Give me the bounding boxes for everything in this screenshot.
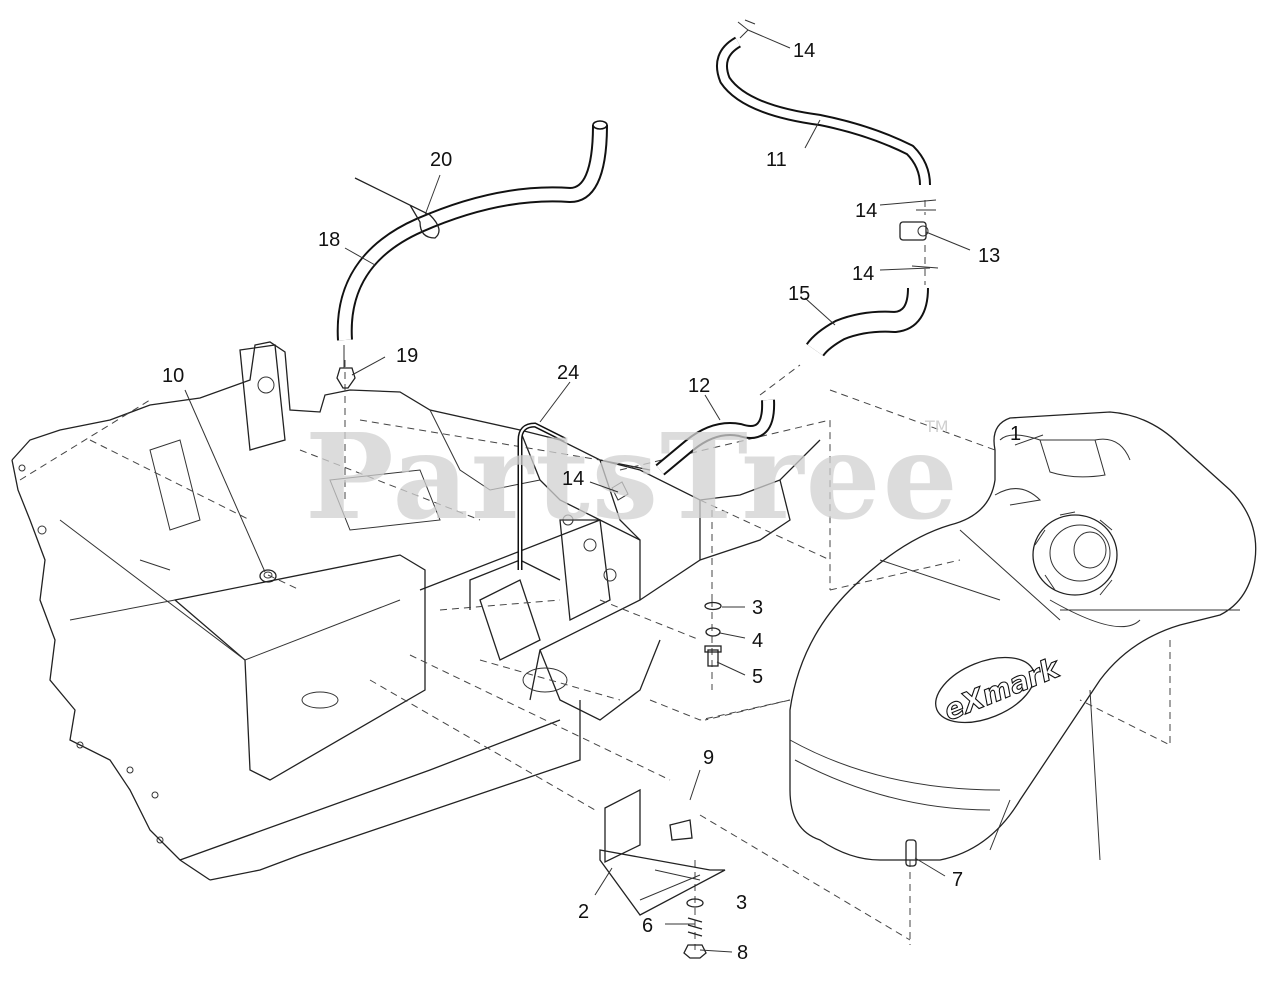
- assembly-leaders: [267, 200, 1171, 950]
- lock-washer-4: [705, 627, 721, 637]
- callout-1[interactable]: 1: [1010, 423, 1021, 445]
- hose-12: [655, 399, 776, 476]
- callout-2[interactable]: 2: [578, 901, 589, 923]
- callout-11[interactable]: 11: [766, 149, 787, 171]
- clamp-14: [611, 481, 629, 501]
- bracket-2: [599, 788, 726, 916]
- callout-10[interactable]: 10: [162, 365, 184, 387]
- bolt-9: [669, 819, 693, 841]
- callout-19[interactable]: 19: [396, 345, 418, 367]
- washer-3-lower: [686, 898, 704, 908]
- callout-5[interactable]: 5: [752, 666, 763, 688]
- spring-6: [687, 917, 703, 937]
- callout-14[interactable]: 14: [793, 40, 815, 62]
- callout-4[interactable]: 4: [752, 630, 763, 652]
- callout-20[interactable]: 20: [430, 149, 452, 171]
- callout-6[interactable]: 6: [642, 915, 653, 937]
- tank-brand-logo: eXmark: [939, 650, 1066, 727]
- valve-13: [899, 209, 939, 269]
- hose-18: [336, 120, 608, 341]
- callout-8[interactable]: 8: [737, 942, 748, 964]
- watermark-text: PartsTree: [305, 407, 960, 546]
- hose-11: [716, 19, 931, 186]
- callout-13[interactable]: 13: [978, 245, 1000, 267]
- cable-tie-20: [354, 177, 440, 239]
- nut-8: [683, 944, 707, 959]
- callout-3[interactable]: 3: [736, 892, 747, 914]
- bolt-5: [704, 645, 722, 667]
- washer-3-upper: [704, 601, 722, 611]
- grommet-10: [259, 569, 277, 583]
- callout-14[interactable]: 14: [855, 200, 877, 222]
- callout-18[interactable]: 18: [318, 229, 340, 251]
- callout-leaders: [184, 29, 1044, 953]
- pin-7: [905, 839, 917, 867]
- callout-7[interactable]: 7: [952, 869, 963, 891]
- callout-9[interactable]: 9: [703, 747, 714, 769]
- callout-12[interactable]: 12: [688, 375, 710, 397]
- callout-labels: 1 2 3 3 4 5 6 7 8 9 10 11 12 13 14 14 14…: [162, 40, 1021, 964]
- mower-frame: [11, 341, 831, 881]
- callout-14[interactable]: 14: [852, 263, 874, 285]
- callout-3[interactable]: 3: [752, 597, 763, 619]
- watermark: PartsTree TM: [305, 407, 960, 546]
- callout-14[interactable]: 14: [562, 468, 584, 490]
- callout-15[interactable]: 15: [788, 283, 810, 305]
- callout-24[interactable]: 24: [557, 362, 579, 384]
- fuel-cap-icon: [1032, 511, 1118, 596]
- hose-24: [517, 422, 567, 570]
- hose-15: [805, 287, 929, 357]
- fitting-19: [336, 345, 356, 389]
- watermark-trademark: TM: [924, 417, 949, 436]
